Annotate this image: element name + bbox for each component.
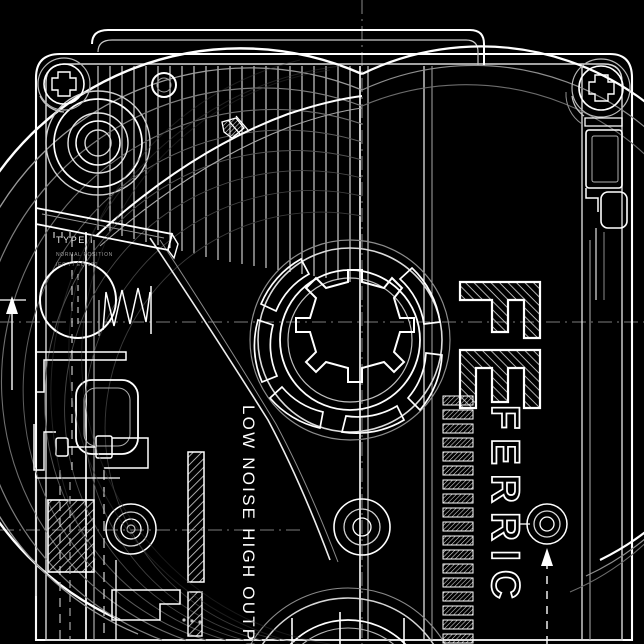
shell-top-lip-inner — [97, 39, 479, 66]
hub-spline — [295, 269, 415, 383]
brand-word-ferric: FERRIC — [482, 404, 528, 609]
microtext-line-1: TYPE I — [56, 235, 94, 245]
hub-main — [249, 239, 451, 441]
brand-mark-fe — [458, 280, 542, 410]
shell-outline-outer — [34, 52, 634, 642]
bottom-right-dimension-arrow — [520, 503, 568, 644]
ferric-wordmark-text: FERRIC — [483, 405, 527, 608]
microtext-line-2: NORMAL POSITION — [56, 252, 113, 258]
right-edge-ports — [584, 117, 628, 300]
corner-screw-top-left — [37, 57, 91, 113]
spec-line-text: LOW NOISE HIGH OUTPUT — [239, 405, 258, 644]
faint-arc-overlays — [50, 59, 341, 644]
microtext-ticks — [53, 232, 71, 238]
index-hole-top — [151, 72, 177, 98]
phillips-cross — [51, 71, 77, 97]
hub-lower — [250, 587, 446, 644]
tick-ladder — [442, 395, 474, 644]
left-edge-dimension-arrow — [0, 296, 26, 390]
phillips-cross — [588, 74, 615, 102]
guide-roller-top-left — [45, 90, 151, 196]
hatched-rail — [187, 451, 205, 583]
left-panel-mechanism — [33, 206, 205, 640]
tape-leader-marker — [221, 115, 249, 139]
pressure-pad-spring — [98, 286, 152, 336]
micro-dots — [182, 618, 202, 624]
capstan-guide-ring — [333, 498, 391, 556]
write-protect-tab — [47, 499, 95, 573]
tape-strand — [95, 95, 363, 563]
spec-line-label: LOW NOISE HIGH OUTPUT — [239, 405, 258, 644]
corner-screw-top-right — [565, 58, 631, 125]
hatched-rail-lower — [187, 591, 203, 637]
shell-top-lip — [91, 29, 485, 66]
